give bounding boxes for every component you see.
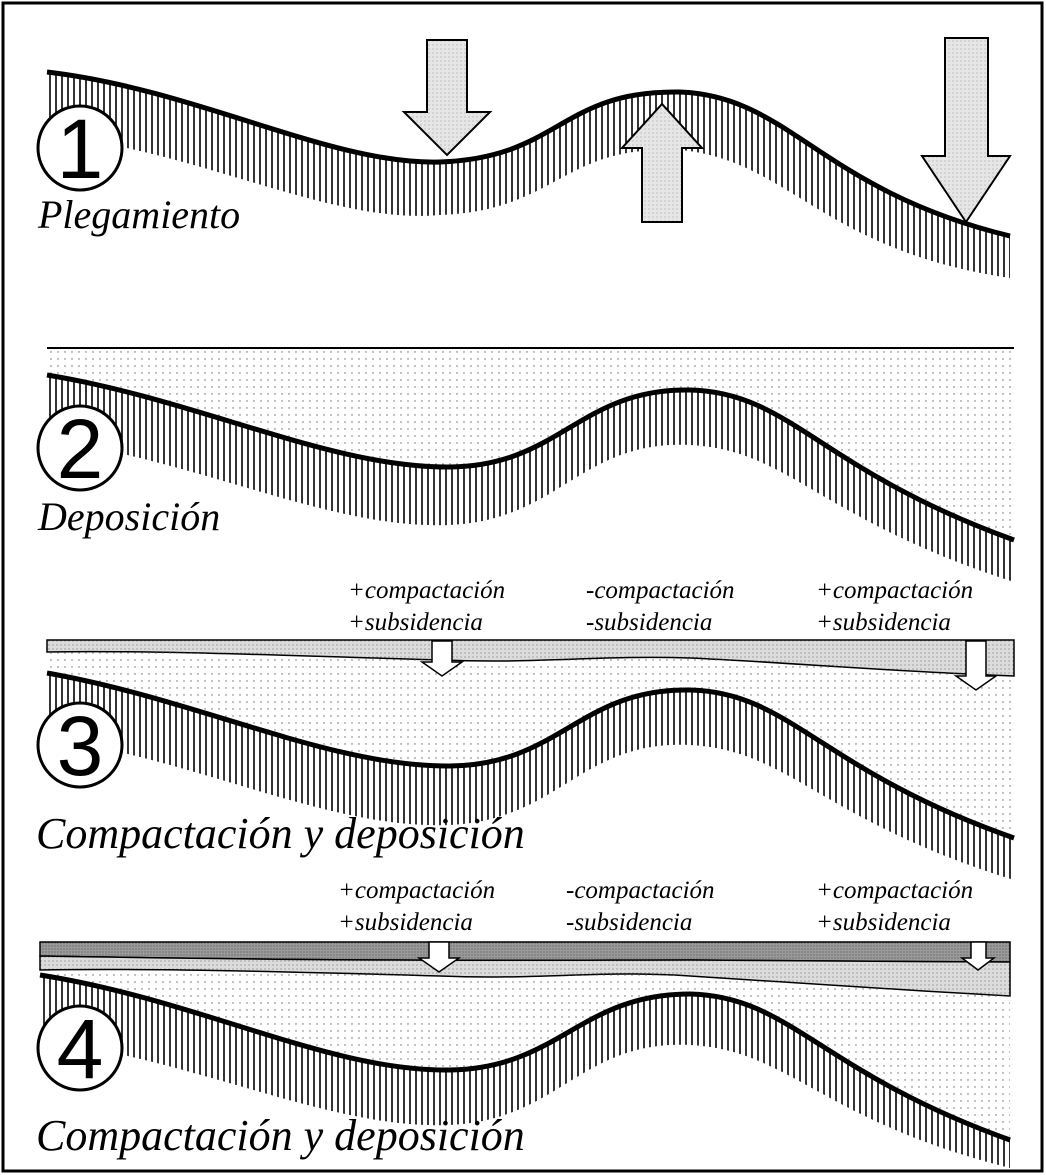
- panel-3-middle-line1: -compactación: [586, 577, 735, 604]
- panel-3-arrow-right-icon: [953, 640, 999, 691]
- panel-2: 2 Deposición: [36, 347, 1015, 582]
- panel-3-hatched-layer: [47, 673, 1014, 880]
- panel-4-number-circle: [36, 1004, 124, 1092]
- panel-1: 1 Plegamiento: [36, 37, 1012, 278]
- panel-3-sediment-fill: [47, 651, 1014, 838]
- panel-2-sediment-fill: [47, 348, 1014, 540]
- panel-2-hatched-layer: [47, 375, 1014, 582]
- panel-3: +compactación +subsidencia -compactación…: [36, 577, 1015, 880]
- panel-2-title: Deposición: [37, 494, 220, 539]
- panel-4-middle-line1: -compactación: [566, 877, 715, 904]
- panel-4-left-line1: +compactación: [338, 877, 495, 904]
- panel-2-surface-line: [46, 372, 1015, 543]
- panel-4: +compactación +subsidencia -compactación…: [36, 877, 1011, 1168]
- panel-4-arrow-left-icon: [416, 941, 462, 973]
- panel-1-hatched-layer: [47, 72, 1010, 278]
- panel-1-number-circle: [36, 104, 124, 192]
- panel-4-right-line1: +compactación: [816, 877, 973, 904]
- panel-4-middle-line2: -subsidencia: [566, 909, 692, 936]
- panel-3-surface-line: [46, 670, 1015, 841]
- panel-3-left-line1: +compactación: [348, 577, 505, 604]
- panel-4-number: 4: [57, 1002, 104, 1096]
- panel-3-number: 3: [57, 699, 104, 793]
- panel-3-arrow-left-icon: [419, 640, 465, 677]
- down-arrow-right-icon: [920, 37, 1012, 224]
- panel-3-number-circle: [36, 701, 124, 789]
- panel-2-number: 2: [57, 402, 104, 496]
- panel-2-number-circle: [36, 404, 124, 492]
- panel-4-right-line2: +subsidencia: [816, 909, 951, 936]
- down-arrow-left-icon: [401, 39, 493, 157]
- panel-4-surface-line: [39, 972, 1011, 1143]
- panel-3-middle-line2: -subsidencia: [586, 609, 712, 636]
- panel-3-right-line2: +subsidencia: [816, 609, 951, 636]
- panel-1-surface-line: [46, 69, 1011, 239]
- panel-3-right-line1: +compactación: [816, 577, 973, 604]
- panel-4-hatched-layer: [40, 975, 1010, 1168]
- panel-1-title: Plegamiento: [37, 192, 240, 237]
- panel-3-left-line2: +subsidencia: [348, 609, 483, 636]
- panel-4-left-line2: +subsidencia: [338, 909, 473, 936]
- panel-4-arrow-right-icon: [959, 941, 997, 971]
- panel-3-title: Compactación y deposición: [36, 809, 525, 858]
- panel-4-title: Compactación y deposición: [36, 1111, 525, 1160]
- panel-1-number: 1: [57, 102, 104, 196]
- up-arrow-icon: [619, 102, 705, 223]
